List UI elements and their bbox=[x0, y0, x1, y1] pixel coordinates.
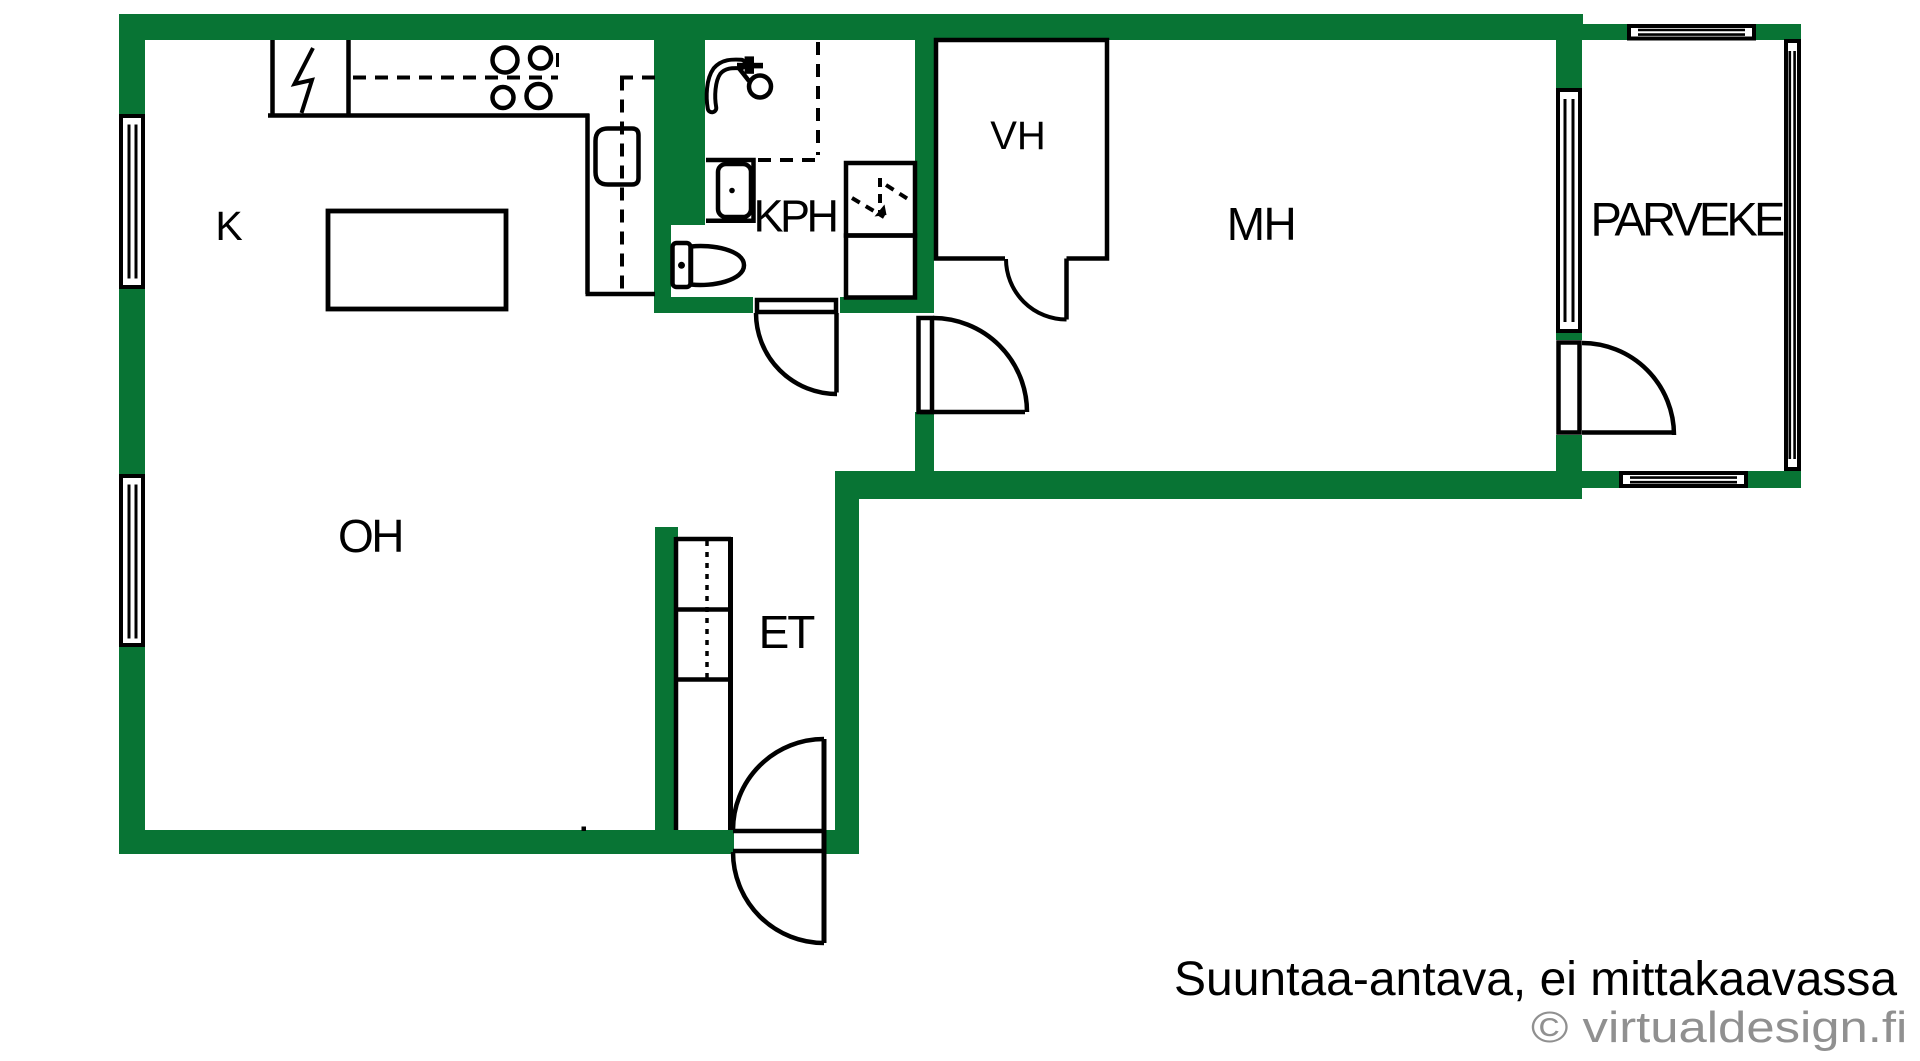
svg-text:PARVEKE: PARVEKE bbox=[1590, 193, 1784, 246]
svg-text:VH: VH bbox=[990, 114, 1046, 158]
svg-text:K: K bbox=[215, 203, 242, 249]
svg-text:Suuntaa-antava, ei mittakaavas: Suuntaa-antava, ei mittakaavassa bbox=[1174, 953, 1897, 1006]
svg-text:© virtualdesign.fi: © virtualdesign.fi bbox=[1531, 1003, 1907, 1052]
svg-text:KPH: KPH bbox=[753, 191, 835, 242]
svg-text:MH: MH bbox=[1227, 198, 1296, 250]
svg-text:OH: OH bbox=[338, 510, 402, 562]
svg-text:ET: ET bbox=[759, 606, 816, 658]
